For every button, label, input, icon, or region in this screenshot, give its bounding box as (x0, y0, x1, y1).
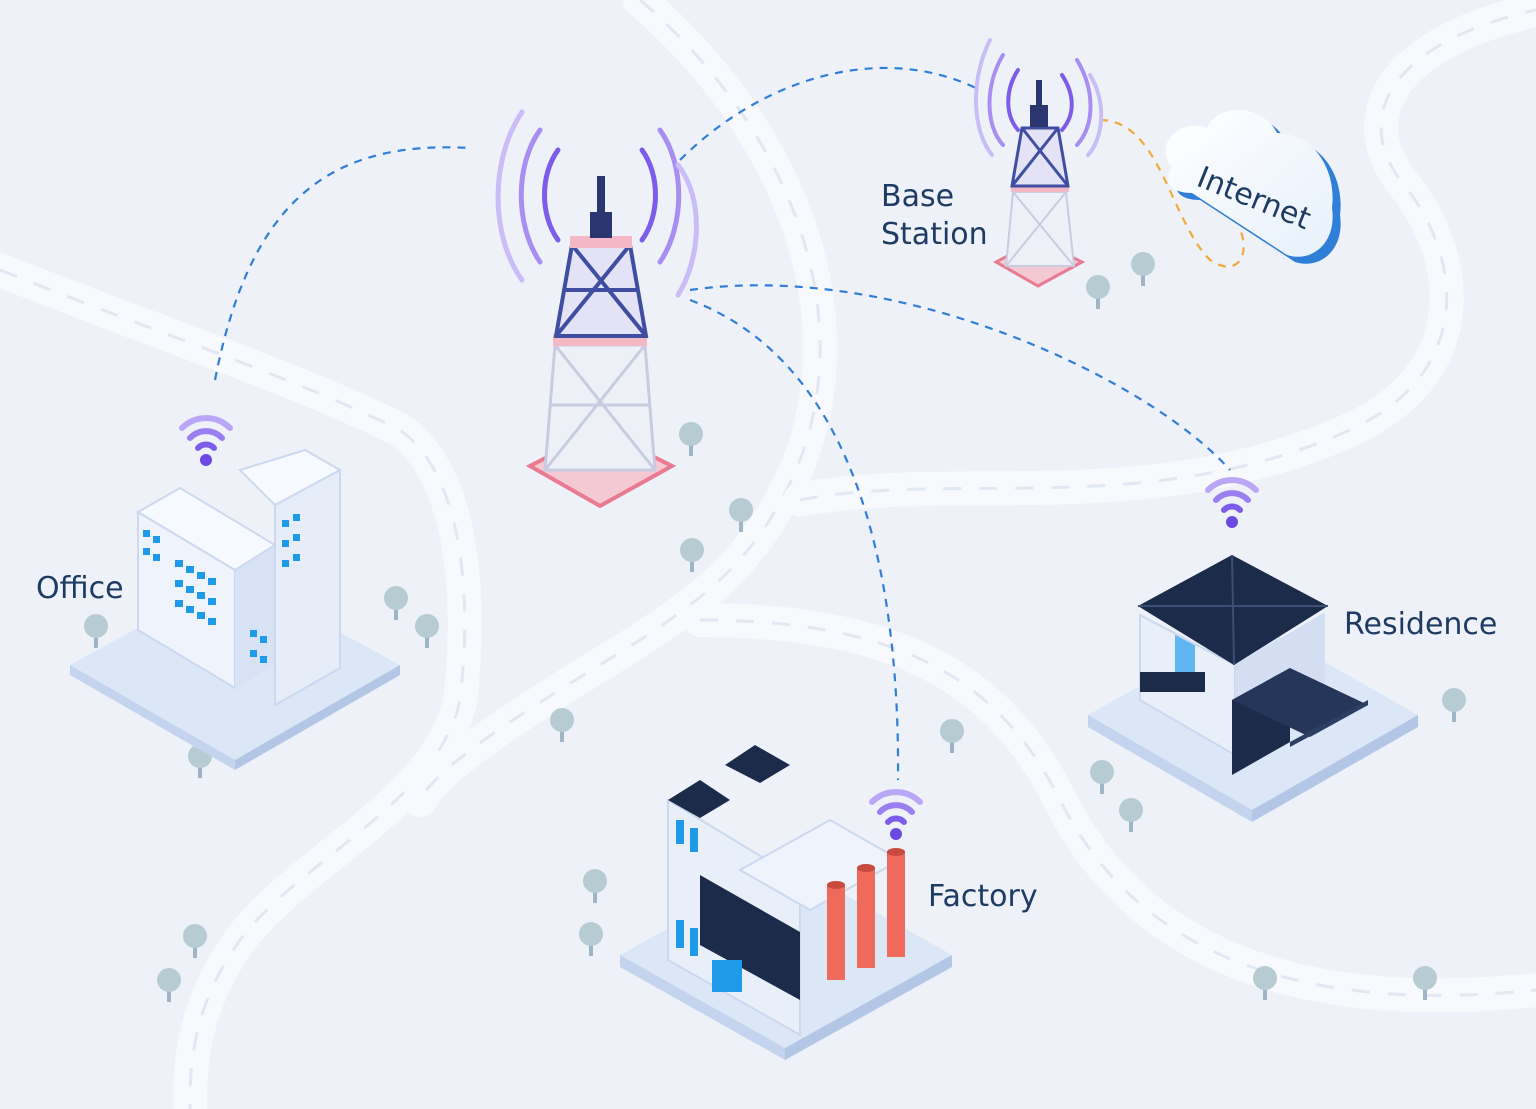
cloud-icon: Internet (1165, 109, 1341, 264)
base-station-tower (974, 38, 1104, 288)
base-station-label-line2: Station (881, 217, 988, 252)
link-tower-basestation (679, 66, 981, 161)
link-office-tower (213, 146, 471, 381)
base-station-label-line1: Base (881, 179, 954, 214)
office-building: Office (36, 418, 400, 770)
signal-waves (495, 109, 699, 298)
link-basestation-internet (1099, 118, 1245, 268)
factory-label: Factory (928, 879, 1038, 914)
link-tower-factory (689, 298, 900, 781)
connection-links (213, 66, 1245, 781)
base-station-label: Base Station (881, 179, 988, 252)
factory-building: Factory (620, 745, 1038, 1060)
chimneys (827, 848, 905, 980)
office-label: Office (36, 571, 124, 606)
residence-label: Residence (1344, 607, 1497, 642)
residence-building: Residence (1088, 480, 1497, 822)
link-tower-residence (689, 284, 1231, 471)
main-cell-tower (495, 109, 699, 509)
